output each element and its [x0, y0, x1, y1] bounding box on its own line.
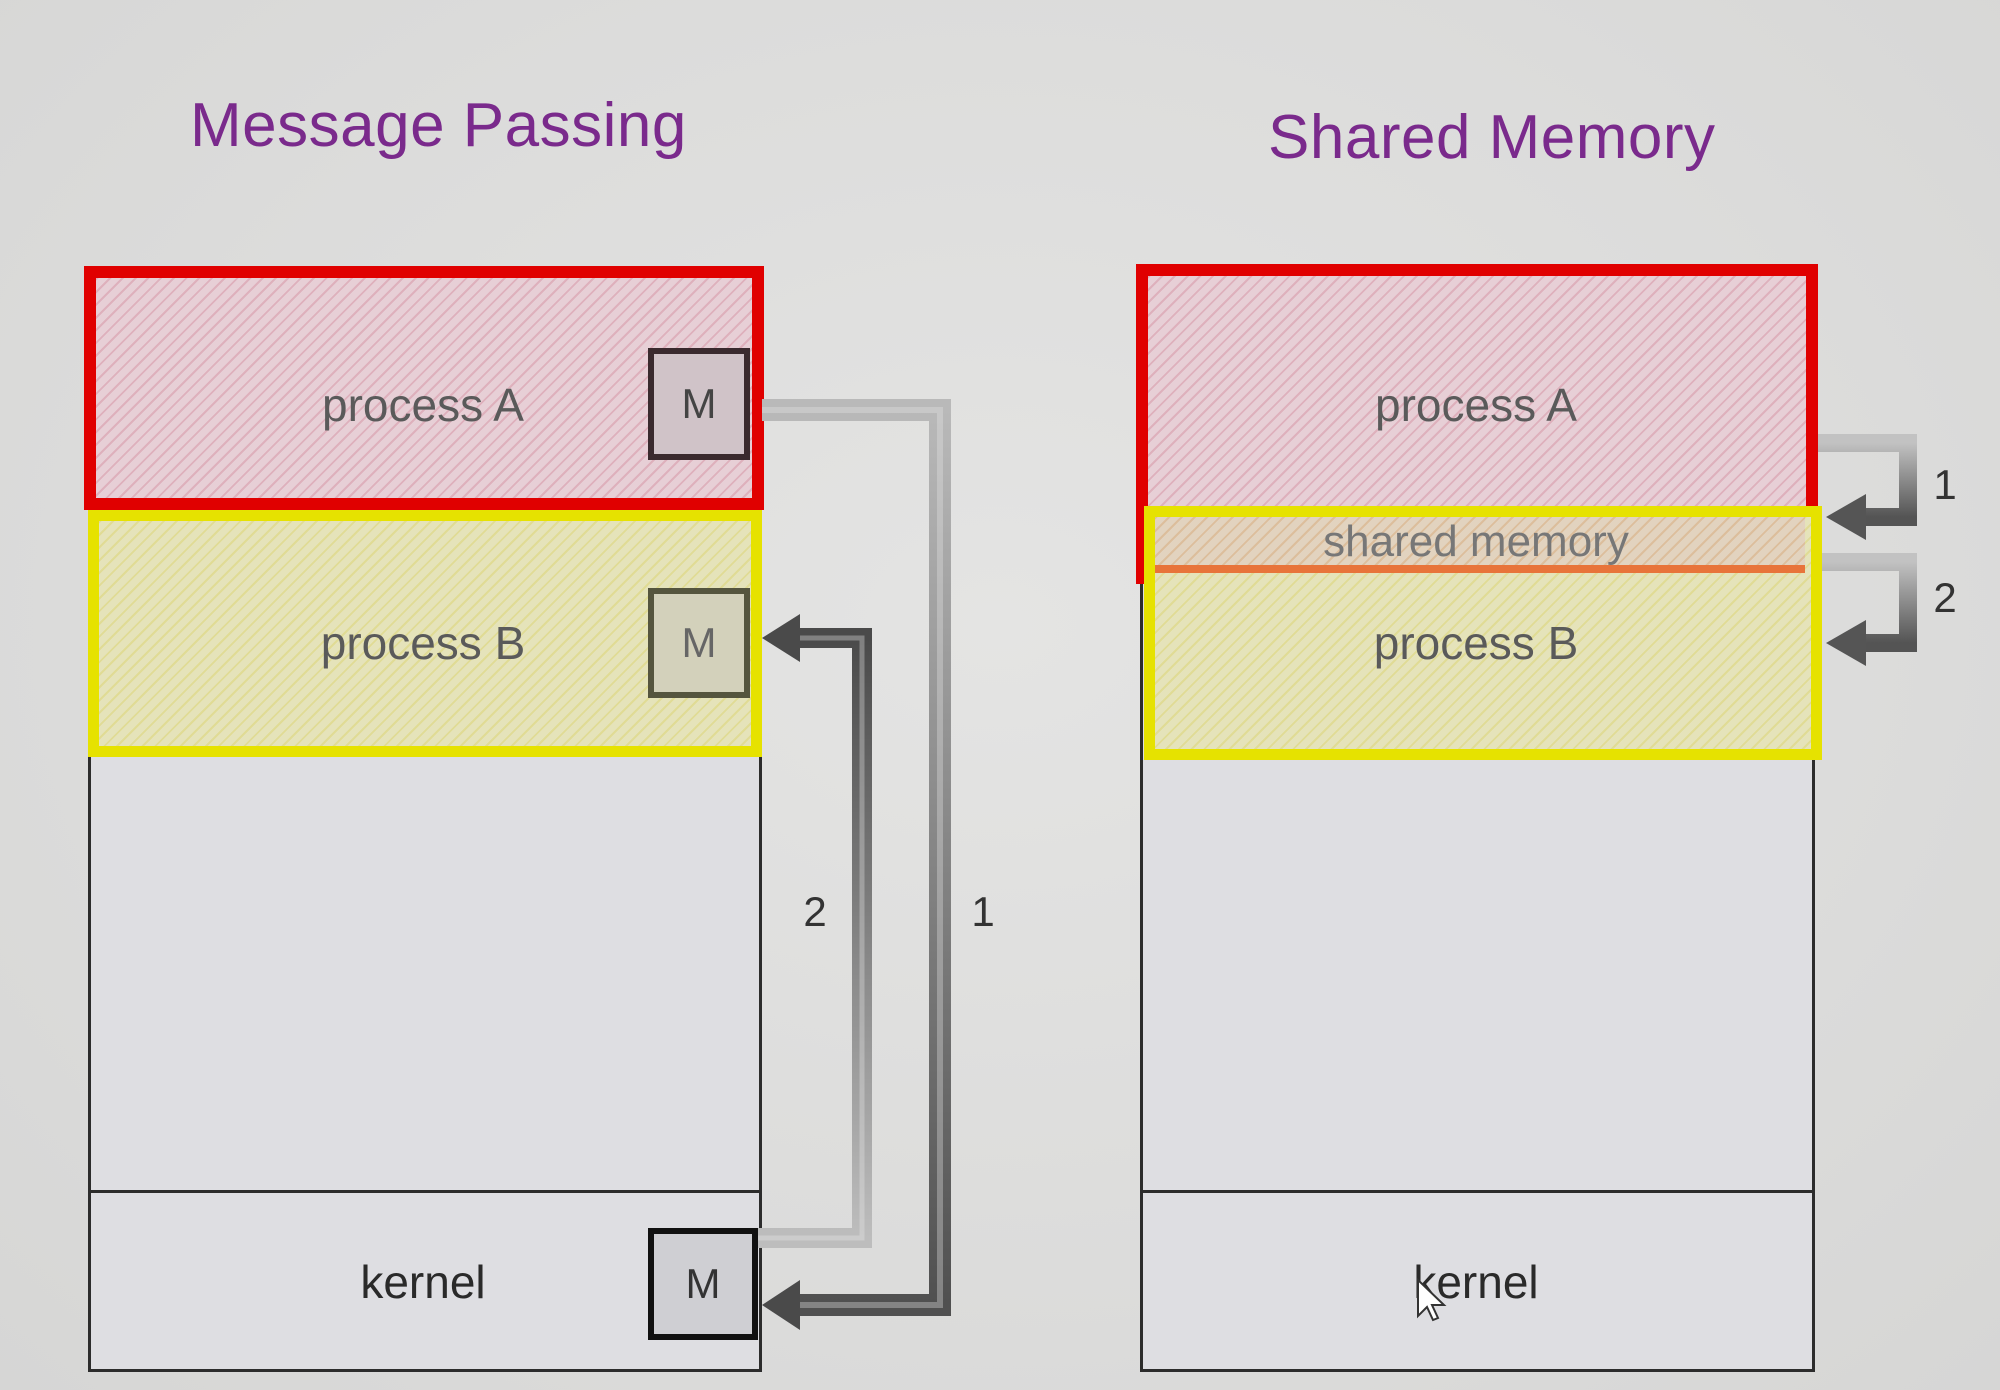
mp-step-2-label: 2	[803, 888, 827, 935]
sm-arrow-2-head	[1826, 620, 1866, 666]
mp-message-label-b: M	[681, 619, 717, 666]
mp-arrow-1-head	[762, 1280, 800, 1330]
sm-kernel-label: kernel	[1413, 1256, 1539, 1308]
shared-memory-title: Shared Memory	[1268, 103, 1716, 172]
sm-step-1-label: 1	[1933, 461, 1957, 508]
sm-arrow-2	[1822, 553, 1917, 652]
mp-message-label-kernel: M	[685, 1260, 721, 1307]
mp-arrow-1	[762, 399, 951, 1316]
sm-arrow-1	[1818, 434, 1917, 526]
sm-process-a-label: process A	[1375, 379, 1577, 431]
mp-arrow-2-head	[762, 614, 800, 662]
mp-step-1-label: 1	[971, 888, 995, 935]
mp-message-box-b: M	[648, 588, 750, 698]
sm-kernel-divider	[1140, 1190, 1815, 1193]
mp-kernel-label: kernel	[360, 1256, 486, 1308]
sm-step-2-label: 2	[1933, 574, 1957, 621]
mp-message-box-kernel: M	[648, 1228, 758, 1340]
mp-message-box-a: M	[648, 348, 750, 460]
shared-memory-region	[1155, 517, 1805, 573]
sm-process-b-label: process B	[1373, 617, 1579, 669]
mp-process-a-label: process A	[322, 379, 524, 431]
mp-arrow-2	[758, 628, 872, 1248]
shared-memory-label: shared memory	[1323, 517, 1629, 566]
kernel-divider	[88, 1190, 762, 1193]
mp-message-label-a: M	[681, 380, 717, 427]
mp-process-b-region	[88, 510, 762, 757]
message-passing-title: Message Passing	[190, 91, 687, 160]
mp-process-b-label: process B	[320, 617, 526, 669]
sm-arrow-1-head	[1826, 494, 1866, 540]
